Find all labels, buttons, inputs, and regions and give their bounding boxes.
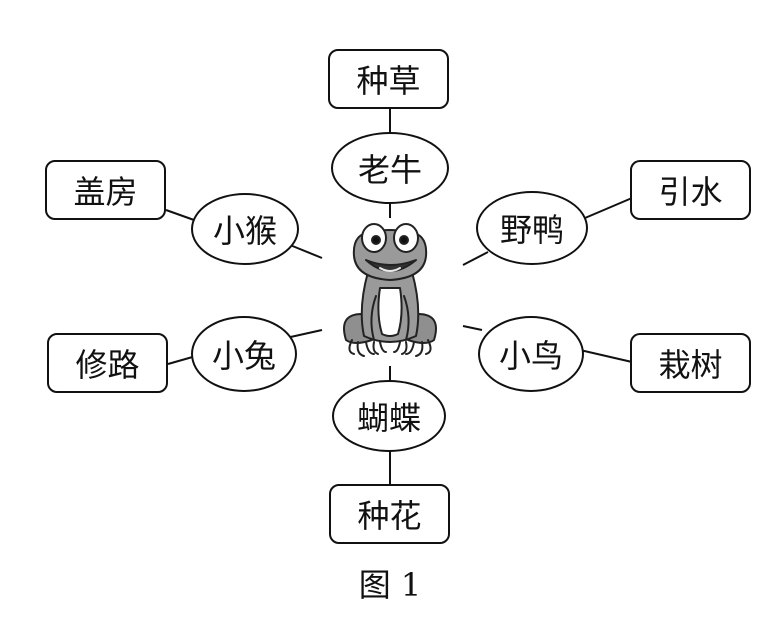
- animal-label-bottom: 蝴蝶: [356, 399, 421, 437]
- task-box-upper-right: 引水: [630, 160, 751, 220]
- animal-label-upper-right: 野鸭: [499, 211, 564, 249]
- animal-label-top: 老牛: [357, 151, 422, 189]
- animal-ellipse-upper-right: 野鸭: [476, 191, 588, 265]
- connector-lower-right-center: [462, 325, 483, 331]
- task-label-upper-right: 引水: [658, 173, 723, 211]
- task-box-lower-left: 修路: [47, 333, 168, 393]
- animal-label-upper-left: 小猴: [212, 212, 277, 250]
- task-label-upper-left: 盖房: [73, 173, 138, 211]
- animal-ellipse-upper-left: 小猴: [191, 193, 299, 265]
- connector-upper-left-center: [289, 244, 323, 259]
- animal-ellipse-lower-left: 小兔: [191, 316, 297, 392]
- task-label-lower-left: 修路: [75, 346, 140, 384]
- connector-lower-left-center: [285, 329, 323, 339]
- connector-upper-right-task: [584, 197, 633, 219]
- animal-ellipse-top: 老牛: [331, 132, 449, 204]
- task-box-top: 种草: [328, 49, 449, 109]
- animal-ellipse-bottom: 蝴蝶: [332, 380, 446, 452]
- task-box-upper-left: 盖房: [45, 160, 166, 220]
- task-box-lower-right: 栽树: [630, 333, 751, 393]
- animal-ellipse-lower-right: 小鸟: [478, 316, 584, 392]
- task-label-lower-right: 栽树: [658, 346, 723, 384]
- figure-caption: 图 1: [358, 566, 422, 604]
- task-label-top: 种草: [356, 62, 421, 100]
- animal-label-lower-right: 小鸟: [498, 337, 563, 375]
- connector-lower-right-task: [579, 349, 633, 363]
- frog-icon: [343, 223, 437, 357]
- connector-upper-right-center: [462, 251, 489, 266]
- connector-upper-left-task: [165, 209, 195, 221]
- task-box-bottom: 种花: [329, 484, 450, 544]
- task-label-bottom: 种花: [357, 497, 422, 535]
- animal-label-lower-left: 小兔: [211, 337, 276, 375]
